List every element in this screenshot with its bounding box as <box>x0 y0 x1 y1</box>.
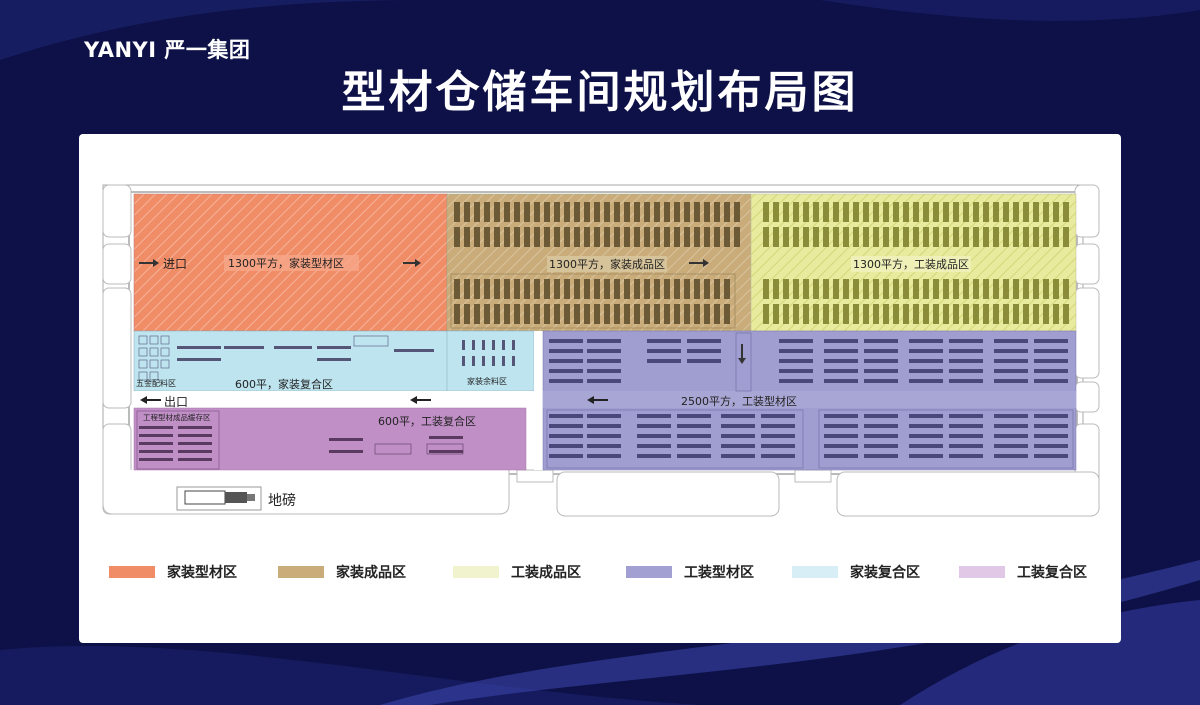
zone-label-home-product: 1300平方，家装成品区 <box>547 256 667 272</box>
arrow-down-icon <box>738 344 746 364</box>
truck-scale-icon <box>176 486 262 511</box>
zone-label-home-composite: 600平，家装复合区 <box>235 378 333 391</box>
legend-item: 家装型材区 <box>109 561 237 583</box>
legend-swatch <box>109 566 155 578</box>
legend-label: 家装成品区 <box>336 565 406 581</box>
arrow-right-icon <box>139 259 709 267</box>
sub-label-tool-buffer: 工程型材成品缓存区 <box>143 413 211 422</box>
sub-label-hardware: 五金配料区 <box>136 379 176 388</box>
legend-item: 工装成品区 <box>453 561 581 583</box>
layout-panel: 进口 1300平方，家装型材区 1300平方，家装成品区 1300平方，工装成品… <box>79 134 1121 643</box>
truck-scale-label: 地磅 <box>268 493 296 509</box>
floor-plan <box>102 184 1100 517</box>
legend-swatch <box>792 566 838 578</box>
legend-swatch <box>959 566 1005 578</box>
exit-label: 出口 <box>164 395 189 409</box>
legend-item: 工装复合区 <box>959 561 1087 583</box>
legend: 家装型材区 家装成品区 工装成品区 工装型材区 家装复合区 工装复合区 <box>109 561 1099 583</box>
legend-item: 家装复合区 <box>792 561 920 583</box>
legend-label: 工装复合区 <box>1017 565 1087 581</box>
legend-label: 工装成品区 <box>511 565 581 581</box>
zone-label-tool-composite: 600平，工装复合区 <box>378 415 476 428</box>
legend-item: 家装成品区 <box>278 561 406 583</box>
entry-label: 进口 <box>163 257 188 271</box>
page-title: 型材仓储车间规划布局图 <box>341 67 859 118</box>
legend-label: 家装复合区 <box>850 565 920 581</box>
legend-label: 家装型材区 <box>167 565 237 581</box>
arrow-left-icon <box>140 396 608 404</box>
zone-label-home-profile: 1300平方，家装型材区 <box>228 257 344 270</box>
legend-swatch <box>453 566 499 578</box>
sub-label-home-leftover: 家装余料区 <box>467 377 507 386</box>
zone-label-tool-product: 1300平方，工装成品区 <box>851 256 971 272</box>
legend-item: 工装型材区 <box>626 561 754 583</box>
legend-swatch <box>278 566 324 578</box>
brand-logo: YANYI 严一集团 <box>84 38 251 62</box>
zone-label-tool-profile: 2500平方，工装型材区 <box>681 395 797 408</box>
flow-arrows <box>139 259 746 404</box>
legend-swatch <box>626 566 672 578</box>
legend-label: 工装型材区 <box>684 565 754 581</box>
